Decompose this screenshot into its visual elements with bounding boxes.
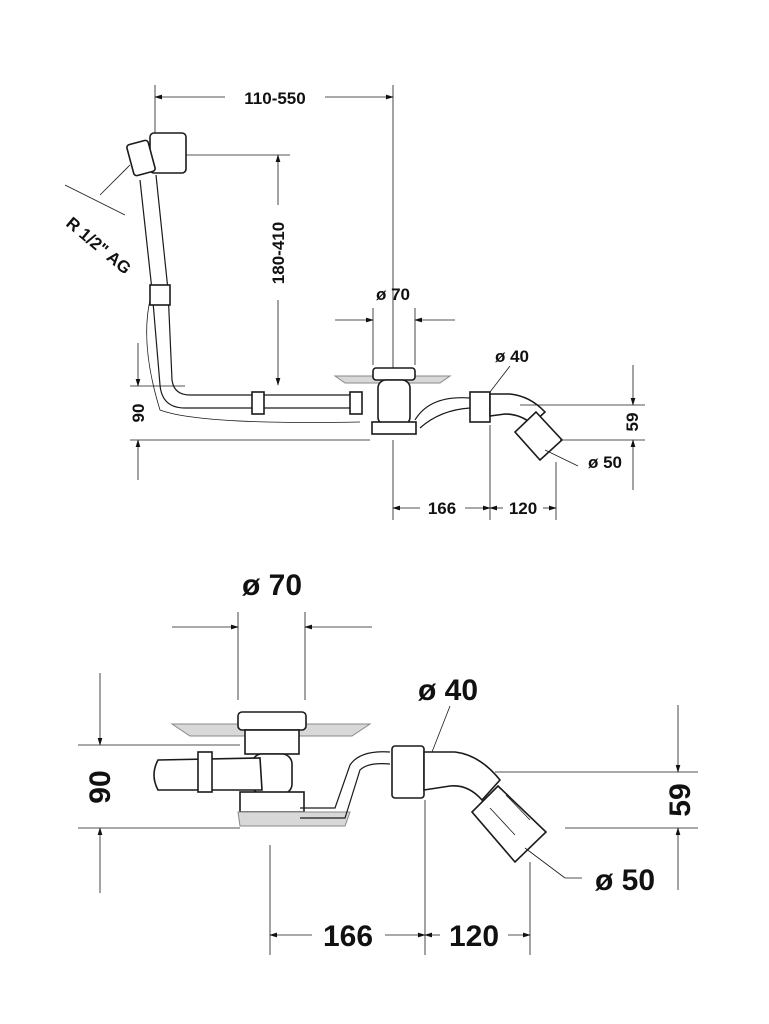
outlet-diameter-label: ø 40 xyxy=(495,347,529,366)
height-label: 90 xyxy=(84,770,117,803)
overflow-head xyxy=(126,132,290,177)
height-label: 90 xyxy=(129,404,148,423)
outlet-height-label: 59 xyxy=(623,413,642,432)
drain-body xyxy=(153,711,391,827)
pipe-diameter-label: ø 50 xyxy=(588,453,622,472)
outlet-pipe xyxy=(469,391,564,462)
dist-b-label: 120 xyxy=(449,920,499,953)
dist-a-label: 166 xyxy=(428,499,456,518)
length-range-label: 110-550 xyxy=(244,89,305,108)
outlet-pipe xyxy=(391,745,548,864)
drain-diameter-label: ø 70 xyxy=(242,569,302,602)
outlet-height-label: 59 xyxy=(664,783,697,816)
drain-body xyxy=(333,367,471,435)
bottom-drawing: ø 70 90 ø 40 xyxy=(78,569,698,955)
outlet-diameter-label: ø 40 xyxy=(418,674,478,707)
pipe-diameter-label: ø 50 xyxy=(595,864,655,897)
dist-a-label: 166 xyxy=(323,920,373,953)
drain-diameter-label: ø 70 xyxy=(376,285,410,304)
thread-label: R 1/2" AG xyxy=(62,213,134,278)
dist-b-label: 120 xyxy=(509,499,537,518)
top-drawing: 110-550 R 1/2" AG 180-410 ø 70 xyxy=(62,85,645,520)
height-range-label: 180-410 xyxy=(269,222,288,284)
